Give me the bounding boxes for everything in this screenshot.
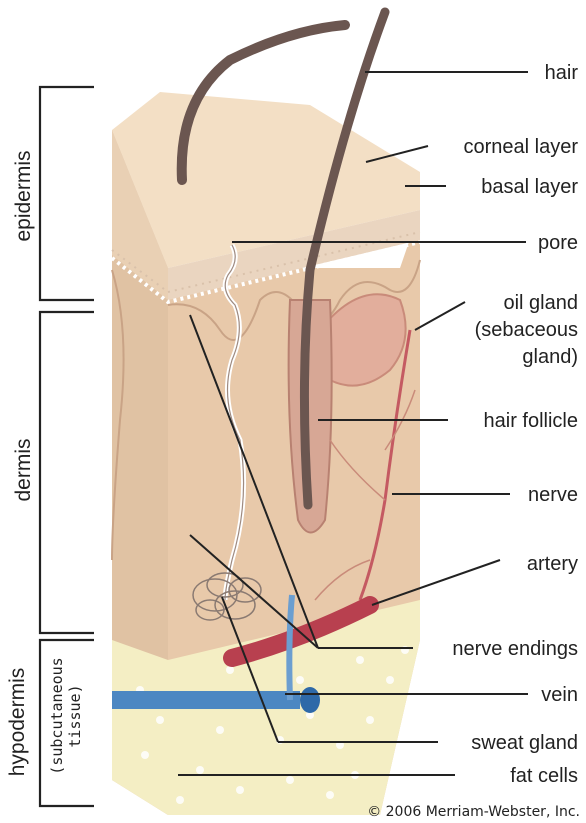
leader-oil-gland <box>415 302 465 330</box>
label-artery: artery <box>527 553 578 575</box>
bracket-dermis <box>40 312 94 633</box>
label-hypodermis: hypodermis <box>6 668 29 777</box>
label-subcutaneous-2: tissue) <box>66 684 84 747</box>
label-hair: hair <box>545 62 579 84</box>
vein-end <box>300 687 320 713</box>
label-sweat-gland: sweat gland <box>471 732 578 754</box>
bracket-epidermis <box>40 87 94 300</box>
label-corneal-layer: corneal layer <box>463 136 578 158</box>
label-subcutaneous-1: (subcutaneous <box>48 657 66 774</box>
label-oil-gland-2: (sebaceous <box>475 319 578 341</box>
label-basal-layer: basal layer <box>481 176 578 198</box>
label-nerve-endings: nerve endings <box>452 638 578 660</box>
label-oil-gland-3: gland) <box>522 346 578 368</box>
structure-labels: hair corneal layer basal layer pore oil … <box>452 62 578 787</box>
label-pore: pore <box>538 232 578 254</box>
label-dermis: dermis <box>12 438 35 501</box>
layer-brackets: epidermis dermis hypodermis (subcutaneou… <box>6 87 94 806</box>
label-nerve: nerve <box>528 484 578 506</box>
copyright-notice: © 2006 Merriam-Webster, Inc. <box>367 804 580 820</box>
label-epidermis: epidermis <box>12 150 35 241</box>
vein-vertical <box>289 595 292 700</box>
label-vein: vein <box>541 684 578 706</box>
label-oil-gland-1: oil gland <box>503 292 578 314</box>
label-hair-follicle: hair follicle <box>484 410 578 432</box>
label-fat-cells: fat cells <box>510 765 578 787</box>
